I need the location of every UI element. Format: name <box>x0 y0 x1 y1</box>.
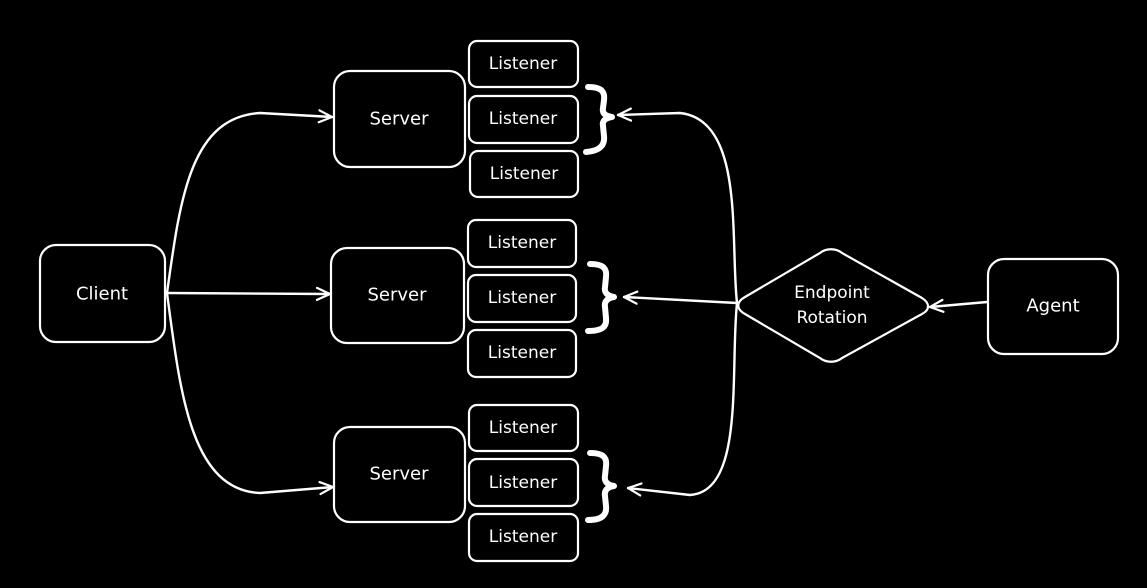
listener-label: Listener <box>489 54 557 74</box>
edge-client-server-bottom <box>165 291 335 493</box>
agent-node: Agent <box>986 257 1120 356</box>
listener-node: Listener <box>467 39 580 89</box>
edge-rotation-listeners-top <box>616 113 739 305</box>
edge-client-server-middle <box>165 293 332 294</box>
edge-agent-endpoint-rotation <box>928 302 989 307</box>
listener-node: Listener <box>468 149 580 199</box>
edge-rotation-listeners-bottom <box>626 301 739 495</box>
listener-label: Listener <box>490 164 558 184</box>
server-node-top: Server <box>332 69 467 169</box>
listener-node: Listener <box>466 328 578 379</box>
listener-label: Listener <box>489 418 557 438</box>
listener-label: Listener <box>488 233 556 253</box>
client-label: Client <box>76 284 128 305</box>
listener-node: Listener <box>467 94 580 145</box>
edge-rotation-listeners-middle <box>622 297 739 303</box>
agent-label: Agent <box>1026 296 1079 317</box>
listener-node: Listener <box>467 457 580 508</box>
listener-label: Listener <box>488 288 556 308</box>
server-label: Server <box>367 285 427 306</box>
listener-label: Listener <box>489 527 557 547</box>
server-node-bottom: Server <box>332 425 467 524</box>
endpoint-rotation-label-line2: Rotation <box>796 308 867 328</box>
endpoint-rotation-node: Endpoint Rotation <box>737 248 930 363</box>
listener-label: Listener <box>488 343 556 363</box>
edge-client-server-top <box>165 113 334 295</box>
listener-label: Listener <box>489 473 557 493</box>
brace-listeners-bottom <box>585 450 617 523</box>
listener-node: Listener <box>467 512 580 563</box>
listener-label: Listener <box>489 109 557 129</box>
brace-listeners-middle <box>585 261 617 334</box>
brace-listeners-top <box>583 84 615 155</box>
endpoint-rotation-label-line1: Endpoint <box>794 283 870 303</box>
listener-node: Listener <box>467 403 580 453</box>
server-node-middle: Server <box>329 246 466 345</box>
listener-node: Listener <box>466 273 578 324</box>
server-label: Server <box>369 109 429 130</box>
client-node: Client <box>38 243 167 344</box>
listener-node: Listener <box>466 218 578 269</box>
server-label: Server <box>369 464 429 485</box>
